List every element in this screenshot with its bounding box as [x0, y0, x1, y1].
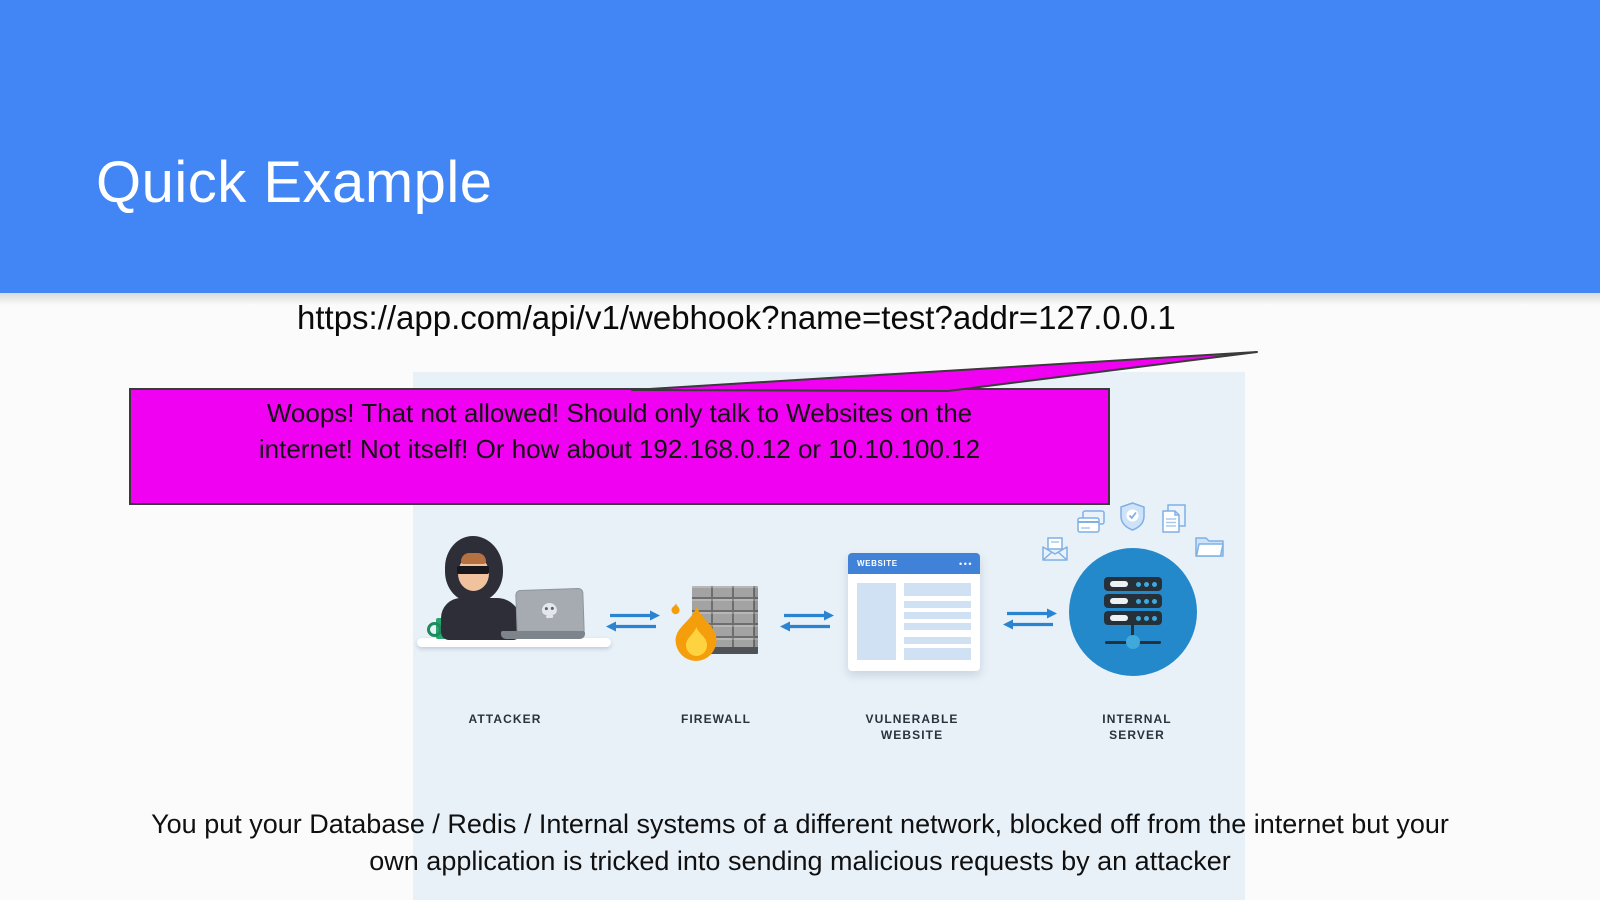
folder-icon [1194, 533, 1225, 564]
callout-line-2: internet! Not itself! Or how about 192.1… [258, 434, 981, 464]
caption-text: You put your Database / Redis / Internal… [0, 806, 1600, 880]
flame-icon [670, 602, 720, 667]
node-label-firewall: FIREWALL [680, 712, 752, 726]
attacker-hair [461, 553, 486, 564]
laptop-icon [515, 587, 585, 638]
server-rack-unit [1104, 611, 1162, 625]
node-label-internal-server: INTERNAL SERVER [1102, 712, 1172, 742]
bidirectional-arrows-icon [606, 610, 660, 632]
caption-line-1: You put your Database / Redis / Internal… [151, 809, 1449, 839]
skull-icon [541, 602, 558, 619]
callout-line-1: Woops! That not allowed! Should only tal… [266, 398, 973, 428]
node-label-attacker: ATTACKER [468, 712, 542, 726]
server-network-node [1126, 635, 1140, 649]
browser-content-block [904, 583, 971, 596]
callout-box: Woops! That not allowed! Should only tal… [129, 388, 1110, 505]
webhook-url-text: https://app.com/api/v1/webhook?name=test… [297, 299, 1176, 336]
credit-card-icon [1076, 509, 1106, 542]
browser-content-block [904, 623, 971, 630]
slide-title: Quick Example [96, 150, 493, 215]
browser-window: WEBSITE ••• [848, 553, 980, 671]
browser-menu-dots-icon: ••• [959, 558, 973, 569]
browser-content-block [904, 612, 971, 619]
laptop-base [501, 631, 585, 639]
browser-content-block [904, 648, 971, 660]
banner-shadow [0, 293, 1600, 305]
browser-content-block [904, 601, 971, 608]
caption-line-2: own application is tricked into sending … [369, 846, 1231, 876]
sunglasses-icon [457, 566, 489, 574]
bidirectional-arrows-icon [780, 610, 834, 632]
desk [417, 638, 611, 647]
browser-content-block [904, 637, 971, 644]
node-label-vulnerable-website: VULNERABLE WEBSITE [865, 712, 959, 742]
mug-handle [427, 622, 442, 637]
browser-header: WEBSITE ••• [848, 553, 980, 574]
envelope-icon [1040, 536, 1070, 568]
browser-sidebar-block [857, 583, 896, 660]
shield-check-icon [1119, 501, 1146, 537]
document-icon [1159, 503, 1188, 539]
server-rack-unit [1104, 577, 1162, 591]
title-banner [0, 0, 1600, 293]
server-network-stem [1131, 625, 1134, 642]
bidirectional-arrows-icon [1003, 608, 1057, 630]
server-rack-unit [1104, 594, 1162, 608]
browser-title: WEBSITE [857, 559, 898, 568]
